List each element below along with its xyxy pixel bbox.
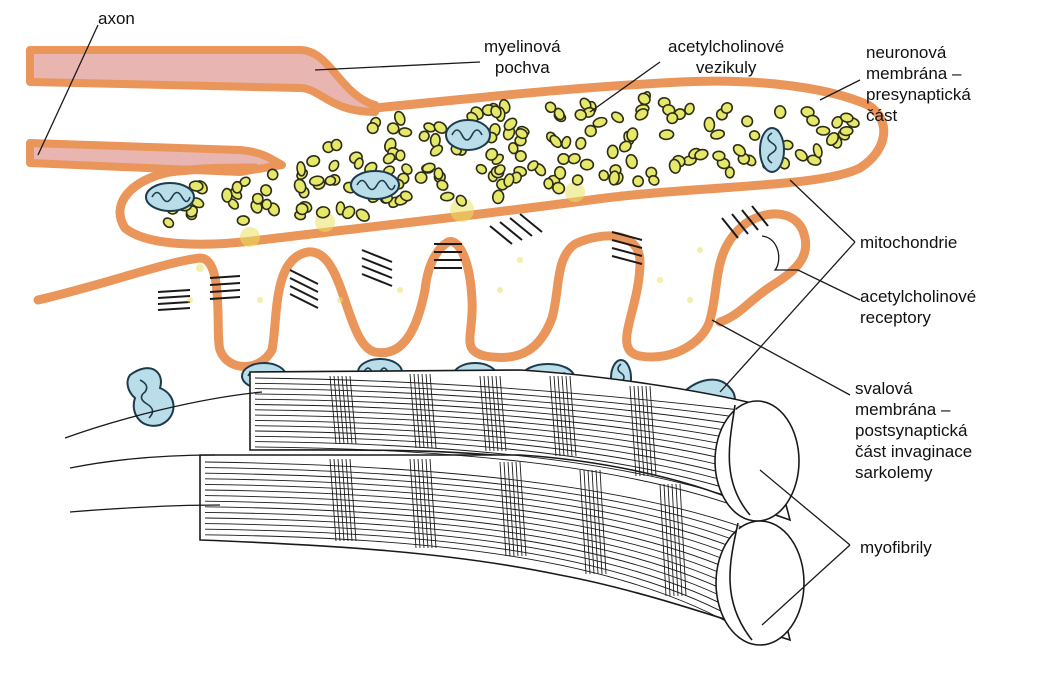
vesicle <box>434 168 443 180</box>
label-neuron-line-1: neuronová <box>866 42 971 63</box>
vesicle <box>774 105 787 119</box>
vesicle <box>626 127 639 142</box>
label-vesicles: acetylcholinové vezikuly <box>668 36 784 78</box>
vesicle <box>592 116 608 128</box>
label-myelin-line-2: pochva <box>484 57 561 78</box>
vesicle <box>793 148 809 163</box>
vesicle <box>399 127 412 136</box>
vesicle <box>567 152 581 165</box>
vesicle <box>610 110 625 124</box>
vesicle <box>816 126 829 135</box>
label-muscle-line-2: membrána – <box>855 399 972 420</box>
vesicle <box>237 216 249 225</box>
vesicle <box>331 139 341 150</box>
vesicle <box>306 155 321 168</box>
label-neuron-line-2: membrána – <box>866 63 971 84</box>
vesicle <box>713 151 725 161</box>
label-mito-text: mitochondrie <box>860 232 957 253</box>
label-axon-text: axon <box>98 8 135 29</box>
vesicle <box>325 176 336 186</box>
vesicle <box>608 145 618 158</box>
myelin-sheath <box>30 50 375 172</box>
vesicle <box>440 192 454 202</box>
vesicle <box>327 159 340 173</box>
vesicle <box>748 129 761 141</box>
label-receptors-line-2: receptory <box>860 307 976 328</box>
label-muscle-line-1: svalová <box>855 378 972 399</box>
label-neuron-line-3: presynaptická <box>866 84 971 105</box>
vesicle <box>475 163 488 176</box>
label-axon: axon <box>98 8 135 29</box>
label-muscle-membrane: svalová membrána – postsynaptická část i… <box>855 378 972 483</box>
vesicle <box>560 135 572 149</box>
vesicle <box>222 188 232 202</box>
label-receptors-line-1: acetylcholinové <box>860 286 976 307</box>
vesicle <box>429 143 445 158</box>
vesicle <box>704 117 715 132</box>
vesicle <box>725 167 734 178</box>
vesicle <box>625 153 639 169</box>
vesicle <box>575 137 587 150</box>
label-neuronal-membrane: neuronová membrána – presynaptická část <box>866 42 971 126</box>
label-muscle-line-3: postsynaptická <box>855 420 972 441</box>
vesicle <box>162 216 176 229</box>
label-mitochondria: mitochondrie <box>860 232 957 253</box>
vesicle <box>580 159 593 170</box>
label-vesicles-line-1: acetylcholinové <box>668 36 784 57</box>
vesicle <box>840 126 853 135</box>
label-muscle-line-5: sarkolemy <box>855 462 972 483</box>
vesicle <box>633 176 644 187</box>
vesicle <box>659 130 674 140</box>
vesicle <box>396 150 406 161</box>
myofibrils <box>200 370 804 645</box>
vesicle <box>354 207 371 224</box>
label-myelin: myelinová pochva <box>484 36 561 78</box>
label-myelin-line-1: myelinová <box>484 36 561 57</box>
label-ach-receptors: acetylcholinové receptory <box>860 286 976 328</box>
label-muscle-line-4: část invaginace <box>855 441 972 462</box>
vesicle <box>492 190 505 205</box>
vesicle <box>544 178 554 189</box>
vesicle <box>741 115 753 127</box>
label-neuron-line-4: část <box>866 105 971 126</box>
label-vesicles-line-2: vezikuly <box>668 57 784 78</box>
vesicle <box>598 169 610 182</box>
vesicle <box>503 173 516 188</box>
label-myofibrils: myofibrily <box>860 537 932 558</box>
label-myofibrils-text: myofibrily <box>860 537 932 558</box>
vesicle <box>554 166 566 179</box>
vesicle <box>232 182 242 193</box>
